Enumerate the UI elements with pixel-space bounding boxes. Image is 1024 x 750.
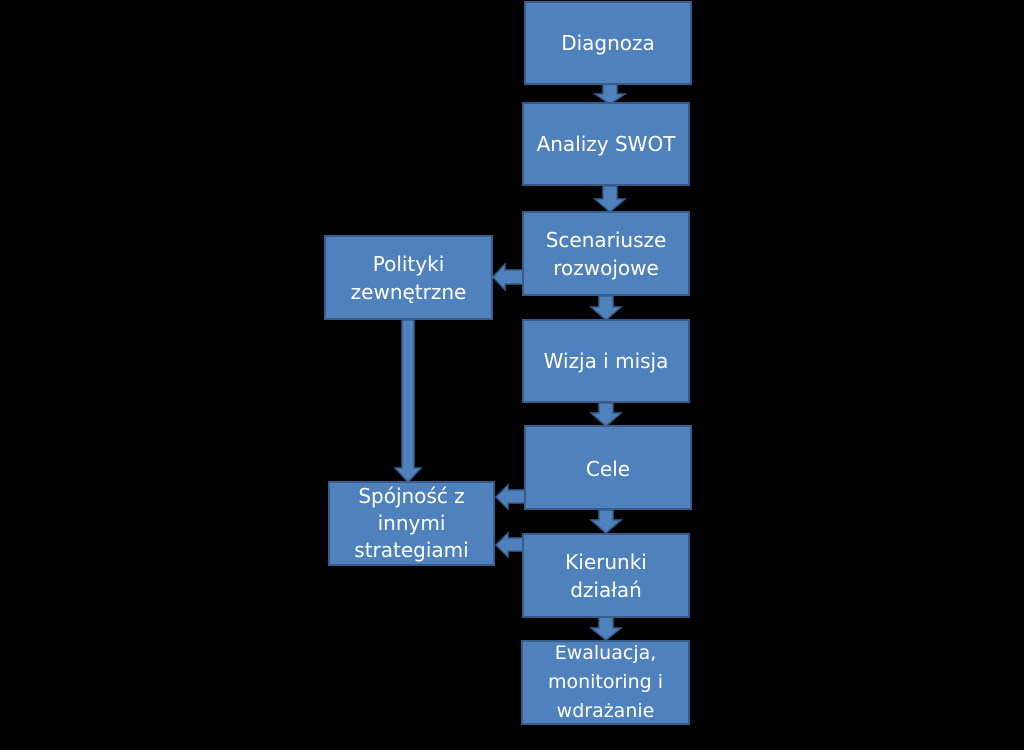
node-kierunki-label: Kierunki działań <box>565 549 647 602</box>
node-diagnoza-label: Diagnoza <box>561 31 655 55</box>
arrow-cele-to-kierunki <box>588 509 624 534</box>
node-wizja-misja-label: Wizja i misja <box>543 349 669 373</box>
node-analizy-swot-label: Analizy SWOT <box>536 132 676 156</box>
arrow-wizja-misja-to-cele <box>588 402 624 427</box>
node-ewaluacja-label: Ewaluacja, monitoring i wdrażanie <box>547 642 664 722</box>
node-spojnosc-label: Spójność z innymi strategiami <box>354 484 469 562</box>
node-cele: Cele <box>524 425 692 510</box>
arrow-diagnoza-to-analizy-swot <box>592 83 628 105</box>
node-scenariusze-label: Scenariusze rozwojowe <box>545 227 667 280</box>
arrow-cele-to-spojnosc <box>494 483 526 511</box>
node-kierunki: Kierunki działań <box>522 533 690 618</box>
arrow-polityki-to-spojnosc <box>393 319 423 484</box>
node-diagnoza: Diagnoza <box>524 1 692 85</box>
node-analizy-swot: Analizy SWOT <box>522 102 690 186</box>
node-polityki: Polityki zewnętrzne <box>324 235 493 320</box>
node-spojnosc: Spójność z innymi strategiami <box>328 481 495 566</box>
node-ewaluacja: Ewaluacja, monitoring i wdrażanie <box>521 640 690 725</box>
arrow-scenariusze-to-wizja-misja <box>588 295 624 321</box>
node-cele-label: Cele <box>585 457 631 481</box>
arrow-scenariusze-to-polityki <box>491 262 524 292</box>
node-scenariusze: Scenariusze rozwojowe <box>522 211 690 296</box>
arrow-kierunki-to-spojnosc <box>494 531 524 559</box>
node-polityki-label: Polityki zewnętrzne <box>350 251 467 304</box>
node-wizja-misja: Wizja i misja <box>522 319 690 403</box>
arrow-analizy-swot-to-scenariusze <box>592 185 628 213</box>
arrow-kierunki-to-ewaluacja <box>588 616 624 641</box>
